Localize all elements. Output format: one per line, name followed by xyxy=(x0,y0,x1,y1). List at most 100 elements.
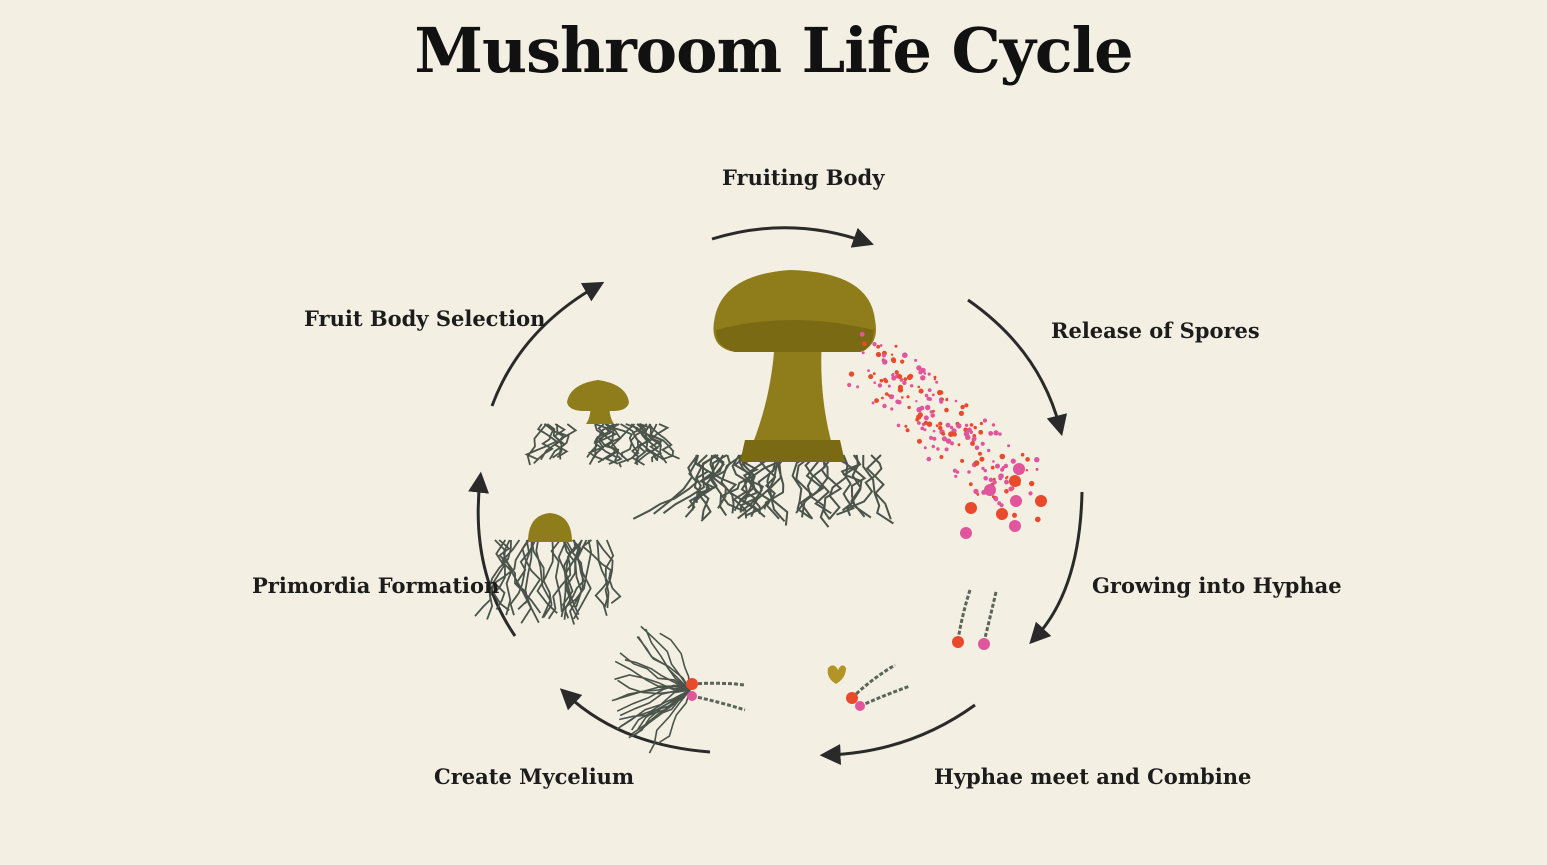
spore-cloud xyxy=(847,331,1041,523)
spore-dot xyxy=(964,423,969,427)
spore-dot xyxy=(861,341,867,347)
root-strand xyxy=(526,423,548,466)
root-strand xyxy=(791,454,812,519)
spore-dot xyxy=(891,372,895,376)
root-strand xyxy=(625,423,675,461)
root-strand xyxy=(731,454,758,513)
root-strand xyxy=(693,454,717,520)
spore-dot xyxy=(970,441,975,446)
spore-dot xyxy=(965,429,970,434)
root-strand xyxy=(562,539,583,625)
spore-dot xyxy=(964,403,969,408)
root-strand xyxy=(509,539,537,616)
spore-dot xyxy=(916,365,922,371)
spore-dot xyxy=(891,375,897,381)
spore-dot xyxy=(998,432,1002,436)
spore-dot xyxy=(907,405,911,410)
spore-dot xyxy=(847,382,852,388)
root-strand xyxy=(596,539,614,608)
stage-label-create-mycelium: Create Mycelium xyxy=(434,764,635,789)
spore-dot xyxy=(867,369,870,372)
hyphae-strands-illustration xyxy=(952,589,998,650)
root-strand xyxy=(492,539,521,612)
negative-spore xyxy=(965,502,977,514)
stage-label-hyphae-meet-and-combine: Hyphae meet and Combine xyxy=(934,764,1252,789)
spore-dot xyxy=(941,397,944,401)
spore-dot xyxy=(967,470,971,474)
spore-dot xyxy=(979,421,984,426)
page-title: Mushroom Life Cycle xyxy=(414,14,1133,87)
spore-dot xyxy=(901,396,904,399)
mycelium-branch xyxy=(614,674,690,691)
spore-dot xyxy=(992,460,995,463)
spore-dot xyxy=(960,458,965,463)
spore-dot xyxy=(957,443,961,447)
spore-dot xyxy=(923,420,929,425)
root-strand xyxy=(630,423,651,466)
arrow-combine-to-mycelium xyxy=(819,703,976,766)
spore-dot xyxy=(871,401,875,405)
spore-dot xyxy=(872,342,877,347)
spore-dot xyxy=(973,488,979,495)
spore-dot xyxy=(945,422,951,428)
spore-dot xyxy=(917,412,923,418)
root-strand xyxy=(801,454,835,518)
root-strand xyxy=(741,454,772,517)
mycelium-branch xyxy=(614,686,691,701)
spore-dot xyxy=(905,428,910,433)
mycelium-branch xyxy=(657,689,691,745)
spore-dot xyxy=(929,435,933,440)
spore-dot xyxy=(1025,469,1029,472)
spore-dot xyxy=(952,432,957,437)
root-strand xyxy=(732,454,753,519)
small-mushroom-illustration xyxy=(524,380,680,468)
spore-dot xyxy=(882,359,888,365)
negative-spore xyxy=(1035,495,1047,507)
spore-dot xyxy=(923,428,927,432)
root-strand xyxy=(594,423,623,465)
mycelium-branch xyxy=(619,689,691,721)
spore-dot xyxy=(876,344,881,349)
positive-spore xyxy=(984,484,996,496)
spore-dot xyxy=(927,388,932,392)
spore-dot xyxy=(980,441,985,446)
spore-dot xyxy=(918,370,923,375)
spore-dot xyxy=(926,421,933,427)
spore-dot xyxy=(923,446,927,450)
arrow-hyphae-to-combine xyxy=(1029,491,1084,645)
spore-dot xyxy=(969,423,974,427)
spore-dot xyxy=(941,436,948,442)
spore-dot xyxy=(1035,467,1039,471)
root-strand xyxy=(547,539,577,620)
root-strand xyxy=(636,423,668,464)
spore-dot xyxy=(926,456,932,462)
spore-dot xyxy=(1025,457,1030,462)
spore-dot xyxy=(974,445,980,451)
spore-dot xyxy=(1003,463,1009,469)
cycle-arrows xyxy=(468,226,1084,766)
spore-dot xyxy=(983,469,987,473)
mycelium-branch xyxy=(644,628,691,691)
mycelium-branch xyxy=(634,689,691,736)
arrow-fruiting-to-spores xyxy=(711,226,874,248)
root-strand xyxy=(639,423,665,463)
root-strand xyxy=(617,423,648,468)
root-strand xyxy=(564,539,585,609)
spore-dot xyxy=(891,394,895,398)
spore-dot xyxy=(954,399,958,403)
spore-dot xyxy=(1012,512,1017,518)
spore-dot xyxy=(950,441,954,446)
spore-dot xyxy=(906,374,913,381)
spore-dot xyxy=(945,398,949,402)
spore-dot xyxy=(935,380,939,384)
root-strand xyxy=(795,454,814,520)
spore-dot xyxy=(882,403,887,409)
spore-dot xyxy=(1004,489,1009,494)
positive-spore xyxy=(960,527,972,539)
spore-dot xyxy=(896,423,901,428)
spore-dot xyxy=(976,493,980,496)
stage-label-fruiting-body: Fruiting Body xyxy=(722,165,885,190)
root-strand xyxy=(828,454,872,519)
spore-dot xyxy=(890,357,897,363)
